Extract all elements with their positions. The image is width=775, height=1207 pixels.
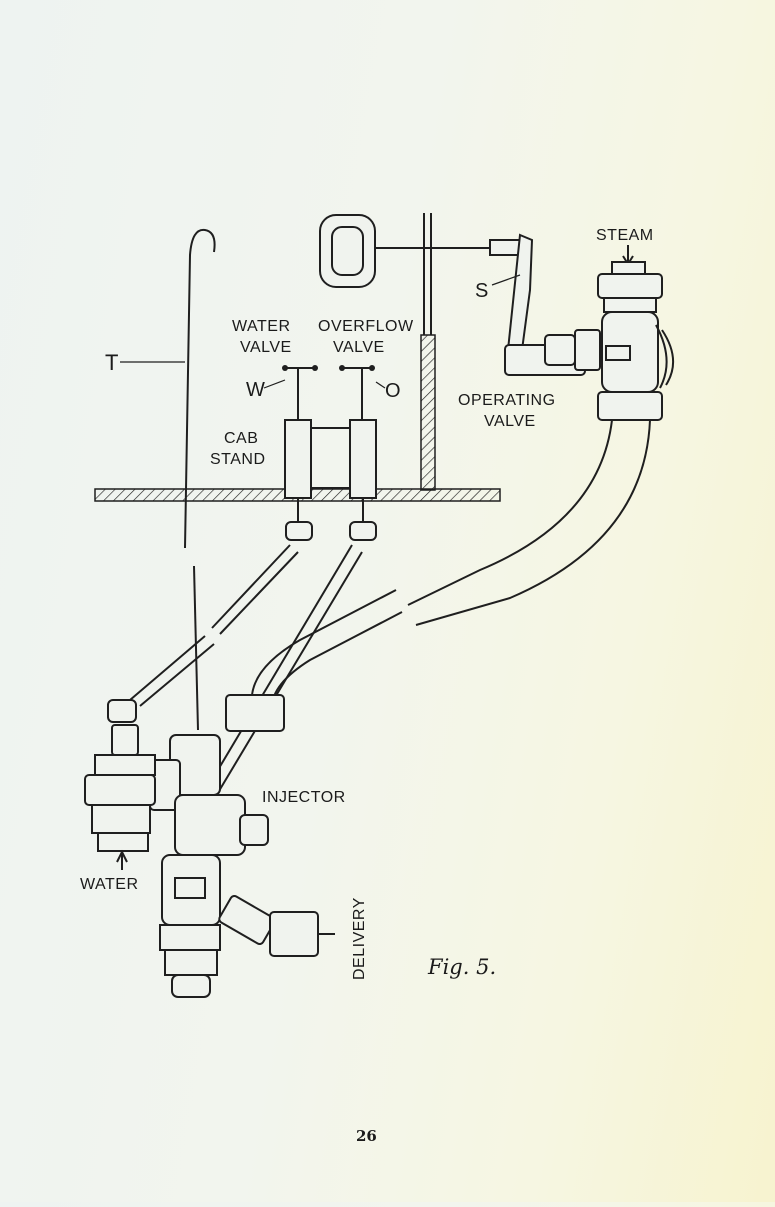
steam-valve	[597, 245, 674, 421]
operating-handle	[319, 214, 601, 376]
label-overflow-valve-1: OVERFLOW	[318, 318, 414, 335]
label-water-valve-1: WATER	[232, 318, 291, 335]
cab-stand	[263, 365, 386, 541]
label-cab-2: STAND	[210, 451, 266, 468]
figure-caption: Fig. 5.	[427, 955, 496, 979]
label-w: W	[246, 379, 265, 401]
control-rods	[107, 544, 363, 807]
label-t: T	[105, 350, 119, 375]
label-operating-1: OPERATING	[458, 392, 556, 409]
label-delivery: DELIVERY	[351, 897, 368, 980]
cab-post	[420, 334, 436, 491]
label-water: WATER	[80, 876, 139, 893]
label-water-valve-2: VALVE	[240, 339, 292, 356]
label-o: O	[385, 380, 401, 402]
injector-body	[149, 694, 335, 998]
label-overflow-valve-2: VALVE	[333, 339, 385, 356]
label-s: S	[475, 280, 489, 302]
t-rod	[120, 228, 216, 731]
water-valve	[84, 724, 156, 870]
page-number: 26	[356, 1127, 377, 1145]
label-cab-1: CAB	[224, 430, 258, 447]
label-operating-2: VALVE	[484, 413, 536, 430]
label-steam: STEAM	[596, 227, 654, 244]
label-injector: INJECTOR	[262, 789, 346, 806]
